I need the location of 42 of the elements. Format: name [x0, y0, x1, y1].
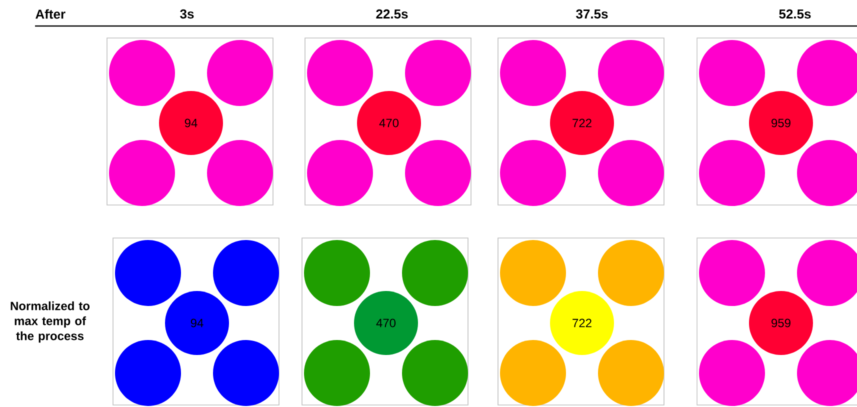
image-panel [106, 38, 274, 206]
circle [115, 340, 181, 406]
circle [500, 240, 566, 306]
circle [304, 240, 370, 306]
image-panel [696, 38, 857, 206]
circle [699, 40, 765, 106]
circle [307, 40, 373, 106]
circle [213, 240, 279, 306]
circle [598, 240, 664, 306]
circle [304, 340, 370, 406]
circle [500, 40, 566, 106]
image-panel [498, 238, 664, 406]
column-heading: 37.5s [576, 9, 608, 19]
circle [699, 140, 765, 206]
circle [402, 340, 468, 406]
circle [598, 340, 664, 406]
row-heading: After [36, 9, 66, 19]
circle [699, 340, 765, 406]
circle [109, 140, 175, 206]
image-panel [302, 238, 468, 406]
circle [405, 40, 471, 106]
circle [598, 140, 664, 206]
circle [598, 40, 664, 106]
image-panel [498, 38, 664, 206]
column-heading: 52.5s [779, 9, 811, 19]
circle [402, 240, 468, 306]
circle [115, 240, 181, 306]
circle [307, 140, 373, 206]
circle [500, 140, 566, 206]
column-heading: 22.5s [376, 9, 408, 19]
circle [109, 40, 175, 106]
row-label: Normalized to max temp of the process [10, 301, 90, 343]
circle [405, 140, 471, 206]
image-panel [696, 238, 857, 406]
circle [699, 240, 765, 306]
circle [500, 340, 566, 406]
image-panel [304, 38, 472, 206]
column-heading: 3s [180, 9, 194, 19]
circle [207, 140, 273, 206]
image-panel [112, 238, 280, 406]
circle [207, 40, 273, 106]
circle [213, 340, 279, 406]
